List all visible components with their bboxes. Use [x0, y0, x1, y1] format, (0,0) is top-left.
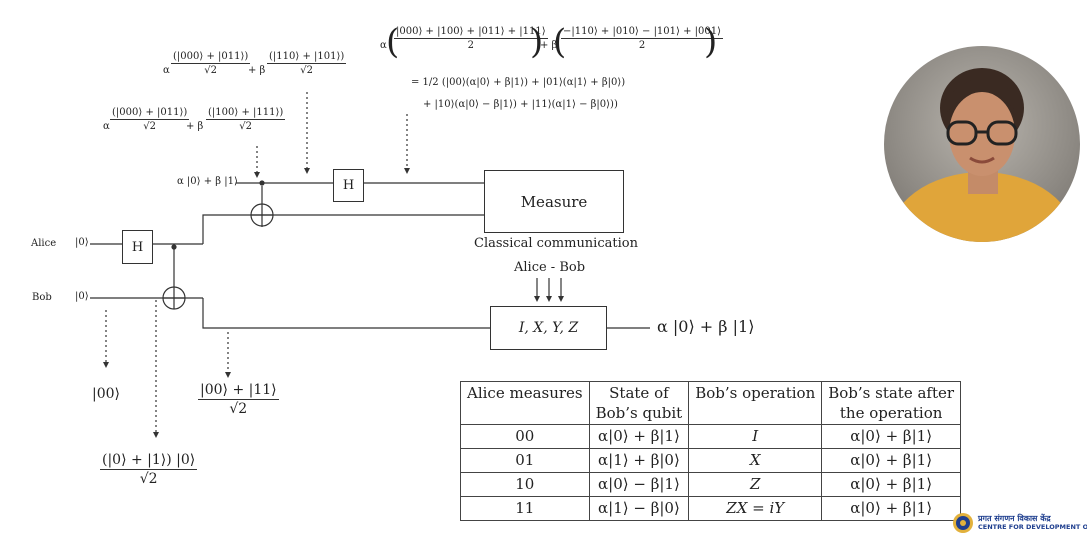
wire-bob-to-box	[202, 298, 490, 329]
hadamard-gate-input: H	[333, 169, 364, 202]
measure-label: Measure	[520, 192, 588, 211]
header-alice-measures: Alice measures	[460, 381, 590, 425]
table-header-row: Alice measures State of Bob’s qubit Bob’s…	[460, 381, 962, 425]
table-cell: 00	[460, 424, 590, 449]
gate-label: H	[342, 178, 355, 193]
presenter-webcam	[884, 46, 1080, 242]
table-cell: Z	[688, 472, 823, 497]
expansion-line-2: + |10⟩(α|0⟩ − β|1⟩) + |11⟩(α|1⟩ − β|0⟩))	[423, 99, 618, 110]
plus-state: (|0⟩ + |1⟩) |0⟩ √2	[100, 452, 198, 487]
pauli-correction-box: I, X, Y, Z	[490, 306, 607, 350]
table-cell: α|0⟩ + β|1⟩	[821, 496, 962, 521]
bob-label: Bob	[32, 292, 52, 303]
wire-alice-to-measure	[202, 214, 484, 244]
top-term-b-num: −|110⟩ + |010⟩ − |101⟩ + |001⟩	[561, 26, 724, 39]
beta-symbol: + β	[248, 65, 266, 76]
bob-ket0: |0⟩	[75, 291, 89, 302]
header-line: State of	[609, 384, 669, 402]
plus-denominator: √2	[139, 471, 158, 487]
gate-label: H	[131, 239, 144, 255]
header-line: Bob’s qubit	[595, 404, 683, 422]
cnot2-term-b-num: (|110⟩ + |101⟩)	[267, 51, 347, 64]
header-bob-state: State of Bob’s qubit	[588, 381, 690, 425]
cnot2-term-a-num: (|000⟩ + |011⟩)	[171, 51, 251, 64]
cnot1-term-a: (|000⟩ + |011⟩) √2	[110, 107, 190, 132]
cdac-logo: प्रगत संगणन विकास केंद्र CENTRE FOR DEVE…	[952, 512, 1087, 534]
cdac-emblem-icon	[953, 513, 973, 533]
cnot1-term-b-num: (|100⟩ + |111⟩)	[206, 107, 286, 120]
measure-box: Measure	[484, 170, 624, 233]
classical-communication-label: Classical communication	[474, 236, 638, 251]
table-row: 10 α|0⟩ − β|1⟩ Z α|0⟩ + β|1⟩	[460, 472, 962, 497]
alpha-symbol: α	[380, 40, 387, 51]
alice-label: Alice	[31, 238, 57, 249]
bell-numerator: |00⟩ + |11⟩	[198, 382, 279, 400]
bell-state: |00⟩ + |11⟩ √2	[198, 382, 279, 417]
bell-denominator: √2	[229, 401, 248, 417]
table-cell: α|1⟩ − β|0⟩	[588, 496, 690, 521]
pauli-label: I, X, Y, Z	[518, 320, 579, 336]
header-line: the operation	[839, 404, 943, 422]
logo-line-1: प्रगत संगणन विकास केंद्र	[978, 514, 1051, 523]
expansion-line-1: = 1/2 (|00⟩(α|0⟩ + β|1⟩) + |01⟩(α|1⟩ + β…	[411, 77, 626, 88]
paren-close: )	[530, 22, 544, 62]
state-00: |00⟩	[92, 386, 120, 402]
beta-symbol: + β	[540, 40, 558, 51]
top-term-a-num: |000⟩ + |100⟩ + |011⟩ + |111⟩	[394, 26, 548, 39]
paren-open: (	[386, 22, 400, 62]
table-cell: α|0⟩ + β|1⟩	[821, 424, 962, 449]
table-cell: α|0⟩ − β|1⟩	[588, 472, 690, 497]
header-bob-state-after: Bob’s state after the operation	[821, 381, 962, 425]
output-state-label: α |0⟩ + β |1⟩	[657, 317, 755, 336]
cnot2-term-a-den: √2	[204, 65, 217, 76]
input-state-label: α |0⟩ + β |1⟩	[177, 176, 238, 187]
teleportation-table: Alice measures State of Bob’s qubit Bob’s…	[460, 381, 962, 521]
table-row: 01 α|1⟩ + β|0⟩ X α|0⟩ + β|1⟩	[460, 448, 962, 473]
table-cell: 11	[460, 496, 590, 521]
presenter-avatar	[887, 68, 1077, 242]
table-cell: α|0⟩ + β|1⟩	[821, 472, 962, 497]
cnot1-term-b-den: √2	[239, 121, 252, 132]
header-line: Alice measures	[467, 384, 583, 402]
alice-ket0: |0⟩	[75, 237, 89, 248]
plus-numerator: (|0⟩ + |1⟩) |0⟩	[100, 452, 198, 470]
alpha-symbol: α	[163, 65, 170, 76]
alpha-symbol: α	[103, 121, 110, 132]
table-cell: 10	[460, 472, 590, 497]
table-cell: α|1⟩ + β|0⟩	[588, 448, 690, 473]
table-cell: α|0⟩ + β|1⟩	[821, 448, 962, 473]
header-line: Bob’s operation	[695, 384, 816, 402]
top-term-a-den: 2	[467, 40, 474, 51]
cnot2-term-b: (|110⟩ + |101⟩) √2	[267, 51, 347, 76]
table-cell: ZX = iY	[688, 496, 823, 521]
header-bob-operation: Bob’s operation	[688, 381, 823, 425]
table-cell: X	[688, 448, 823, 473]
alice-bob-label: Alice - Bob	[514, 260, 586, 275]
cnot2-control-dot	[259, 180, 265, 186]
cnot1-term-a-den: √2	[143, 121, 156, 132]
top-term-b: −|110⟩ + |010⟩ − |101⟩ + |001⟩ 2	[561, 26, 724, 51]
cnot2-term-a: (|000⟩ + |011⟩) √2	[171, 51, 251, 76]
table-cell: I	[688, 424, 823, 449]
top-term-b-den: 2	[638, 40, 646, 51]
cnot1-term-b: (|100⟩ + |111⟩) √2	[206, 107, 286, 132]
cnot2-term-b-den: √2	[300, 65, 313, 76]
header-line: Bob’s state after	[828, 384, 955, 402]
cnot1-term-a-num: (|000⟩ + |011⟩)	[110, 107, 190, 120]
table-row: 00 α|0⟩ + β|1⟩ I α|0⟩ + β|1⟩	[460, 424, 962, 449]
table-row: 11 α|1⟩ − β|0⟩ ZX = iY α|0⟩ + β|1⟩	[460, 496, 962, 521]
table-cell: α|0⟩ + β|1⟩	[588, 424, 690, 449]
top-term-a: |000⟩ + |100⟩ + |011⟩ + |111⟩ 2	[394, 26, 548, 51]
cnot1-control-dot	[171, 244, 177, 250]
beta-symbol: + β	[186, 121, 204, 132]
paren-close: )	[704, 22, 718, 62]
paren-open: (	[553, 22, 567, 62]
hadamard-gate-alice: H	[122, 230, 153, 264]
table-cell: 01	[460, 448, 590, 473]
logo-line-2: CENTRE FOR DEVELOPMENT OF ADVA	[978, 523, 1087, 531]
